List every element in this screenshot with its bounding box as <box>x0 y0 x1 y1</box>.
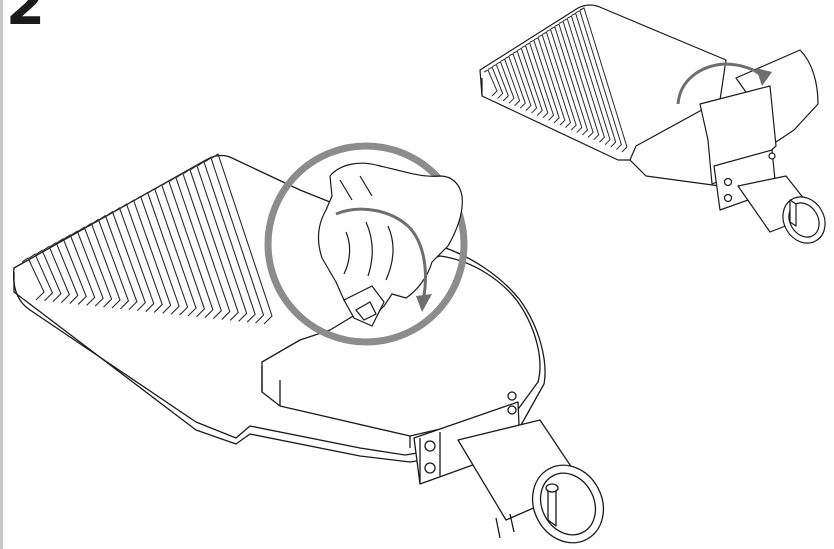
heatsink-fins <box>21 153 273 325</box>
fin <box>155 183 206 318</box>
fin <box>546 28 583 133</box>
fin <box>176 172 231 320</box>
fin <box>70 230 104 307</box>
fin <box>92 218 130 310</box>
fin <box>525 42 555 121</box>
fin <box>106 210 146 312</box>
fin <box>575 9 622 150</box>
fin <box>190 164 248 322</box>
fin <box>563 18 605 143</box>
fin <box>500 58 521 107</box>
fin <box>204 156 265 324</box>
fin <box>35 249 62 303</box>
rotate-arrow-detail-icon <box>676 62 772 105</box>
fin <box>558 20 600 141</box>
hand-icon <box>317 162 463 319</box>
fin <box>496 61 515 104</box>
step-number: 2 <box>6 0 45 38</box>
street-light-fixture-icon <box>12 154 546 463</box>
fin <box>162 180 214 319</box>
fin <box>579 7 628 153</box>
rotate-arrow-icon <box>335 207 432 312</box>
fin <box>542 31 577 131</box>
fin <box>517 47 543 116</box>
fin <box>567 15 611 146</box>
fin <box>554 23 594 138</box>
fin <box>127 199 172 314</box>
fin <box>529 39 560 124</box>
fin <box>77 226 113 308</box>
fin <box>571 12 617 148</box>
fin <box>183 168 239 321</box>
latch-clip <box>343 285 385 327</box>
fin <box>49 241 79 304</box>
fin <box>211 153 273 325</box>
fin <box>483 69 498 97</box>
fin <box>148 187 197 317</box>
fin <box>504 55 526 109</box>
street-light-fixture-open-icon <box>479 4 826 244</box>
fin <box>141 191 189 316</box>
fin <box>533 36 566 126</box>
fin <box>169 176 222 320</box>
fin <box>56 237 87 305</box>
left-margin-rule <box>0 0 3 549</box>
heatsink-fins-detail <box>483 7 628 153</box>
fin <box>134 195 180 315</box>
fin <box>487 66 504 99</box>
fin <box>63 234 96 306</box>
fin <box>508 53 532 111</box>
fin <box>113 207 155 312</box>
fin <box>512 50 538 114</box>
fin <box>521 45 549 119</box>
fin <box>28 253 54 302</box>
pole-mount-bracket <box>413 391 605 544</box>
detail-callout-circle <box>264 142 468 346</box>
fin <box>42 245 70 304</box>
fin <box>550 26 589 136</box>
fin <box>197 160 256 323</box>
fin <box>538 34 572 129</box>
fin <box>85 222 121 309</box>
fin <box>99 214 138 311</box>
fin <box>21 257 45 301</box>
fin <box>492 63 509 102</box>
fin <box>120 203 163 313</box>
